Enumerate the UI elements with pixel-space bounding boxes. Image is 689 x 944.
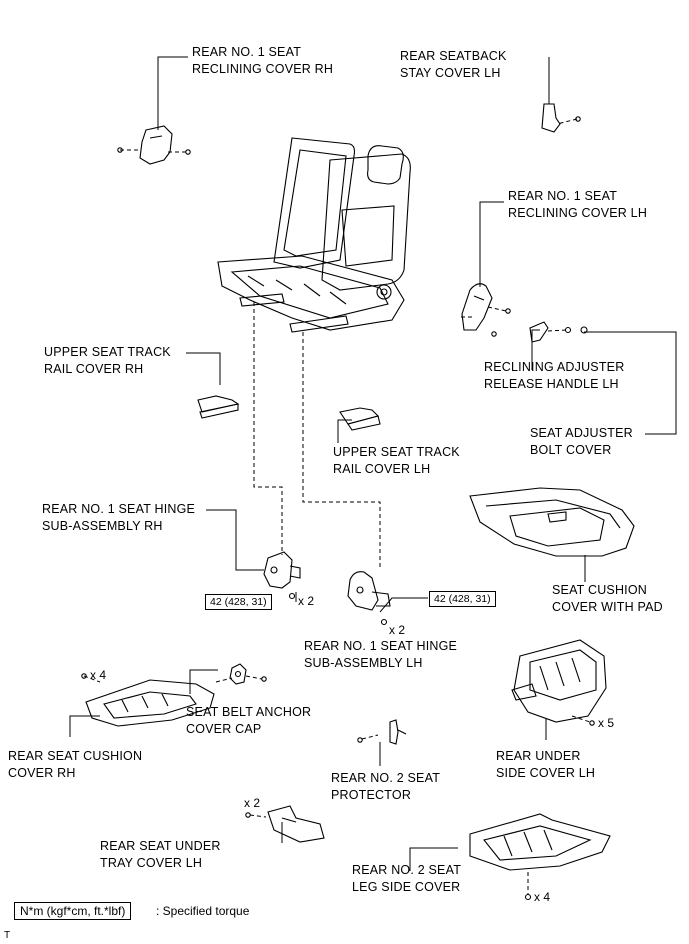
quantity-hinge-lh-bolts: x 2: [389, 623, 406, 637]
seatback-stay-cover-lh-part: [541, 103, 581, 133]
label-rear-no1-seat-hinge-lh: REAR NO. 1 SEAT HINGE SUB-ASSEMBLY LH: [304, 639, 458, 670]
label-rear-under-side-cover-lh: REAR UNDER SIDE COVER LH: [496, 749, 596, 780]
legend-specified-torque: : Specified torque: [156, 904, 250, 918]
label-rear-no1-seat-hinge-rh: REAR NO. 1 SEAT HINGE SUB-ASSEMBLY RH: [42, 502, 196, 533]
label-seat-adjuster-bolt-cover: SEAT ADJUSTER BOLT COVER: [530, 426, 633, 457]
label-rear-seat-under-tray-cover-lh: REAR SEAT UNDER TRAY COVER LH: [100, 839, 221, 870]
belt-anchor-cap-part: [229, 663, 267, 685]
label-reclining-adjuster-release-handle-lh: RECLINING ADJUSTER RELEASE HANDLE LH: [484, 360, 625, 391]
torque-value-hinge-rh: 42 (428, 31): [205, 594, 272, 610]
hinge-lh-part: [347, 571, 391, 626]
rail-cover-rh-part: [197, 395, 240, 419]
reclining-cover-lh-part: [461, 283, 511, 337]
label-rear-seatback-stay-cover-lh: REAR SEATBACK STAY COVER LH: [400, 49, 507, 80]
quantity-hinge-rh-bolts: x 2: [298, 594, 315, 608]
rear-seat-assembly: [217, 137, 411, 333]
under-side-cover-lh-part: [511, 639, 607, 726]
seat-protector-part: [357, 719, 407, 745]
leg-side-cover-part: [469, 813, 611, 901]
legend-torque-unit-box: N*m (kgf*cm, ft.*lbf): [14, 902, 132, 920]
torque-value-hinge-lh: 42 (428, 31): [429, 591, 496, 607]
quantity-under-tray-cover-lh-screws: x 2: [244, 796, 261, 810]
leader-lines: [69, 56, 677, 871]
label-upper-seat-track-rail-cover-lh: UPPER SEAT TRACK RAIL COVER LH: [333, 445, 460, 476]
seat-cushion-part: [469, 487, 635, 557]
label-rear-no2-seat-protector: REAR NO. 2 SEAT PROTECTOR: [331, 771, 441, 802]
label-upper-seat-track-rail-cover-rh: UPPER SEAT TRACK RAIL COVER RH: [44, 345, 171, 376]
label-seat-cushion-cover-with-pad: SEAT CUSHION COVER WITH PAD: [552, 583, 663, 614]
quantity-leg-side-cover-screws: x 4: [534, 890, 551, 904]
reclining-cover-rh-part: [117, 125, 191, 165]
under-tray-cover-lh-part: [245, 805, 325, 843]
label-seat-belt-anchor-cover-cap: SEAT BELT ANCHOR COVER CAP: [186, 705, 312, 736]
release-handle-part: [529, 321, 588, 343]
quantity-under-side-cover-lh-screws: x 5: [598, 716, 615, 730]
rail-cover-lh-part: [339, 407, 381, 431]
label-rear-no1-seat-reclining-cover-rh: REAR NO. 1 SEAT RECLINING COVER RH: [192, 45, 334, 76]
label-rear-no1-seat-reclining-cover-lh: REAR NO. 1 SEAT RECLINING COVER LH: [508, 189, 648, 220]
label-rear-no2-seat-leg-side-cover: REAR NO. 2 SEAT LEG SIDE COVER: [352, 863, 462, 894]
corner-mark: T: [4, 930, 11, 941]
quantity-cushion-cover-rh-screws: x 4: [90, 668, 107, 682]
label-rear-seat-cushion-cover-rh: REAR SEAT CUSHION COVER RH: [8, 749, 143, 780]
cushion-cover-rh-part: [81, 673, 215, 727]
hinge-rh-part: [263, 551, 301, 600]
